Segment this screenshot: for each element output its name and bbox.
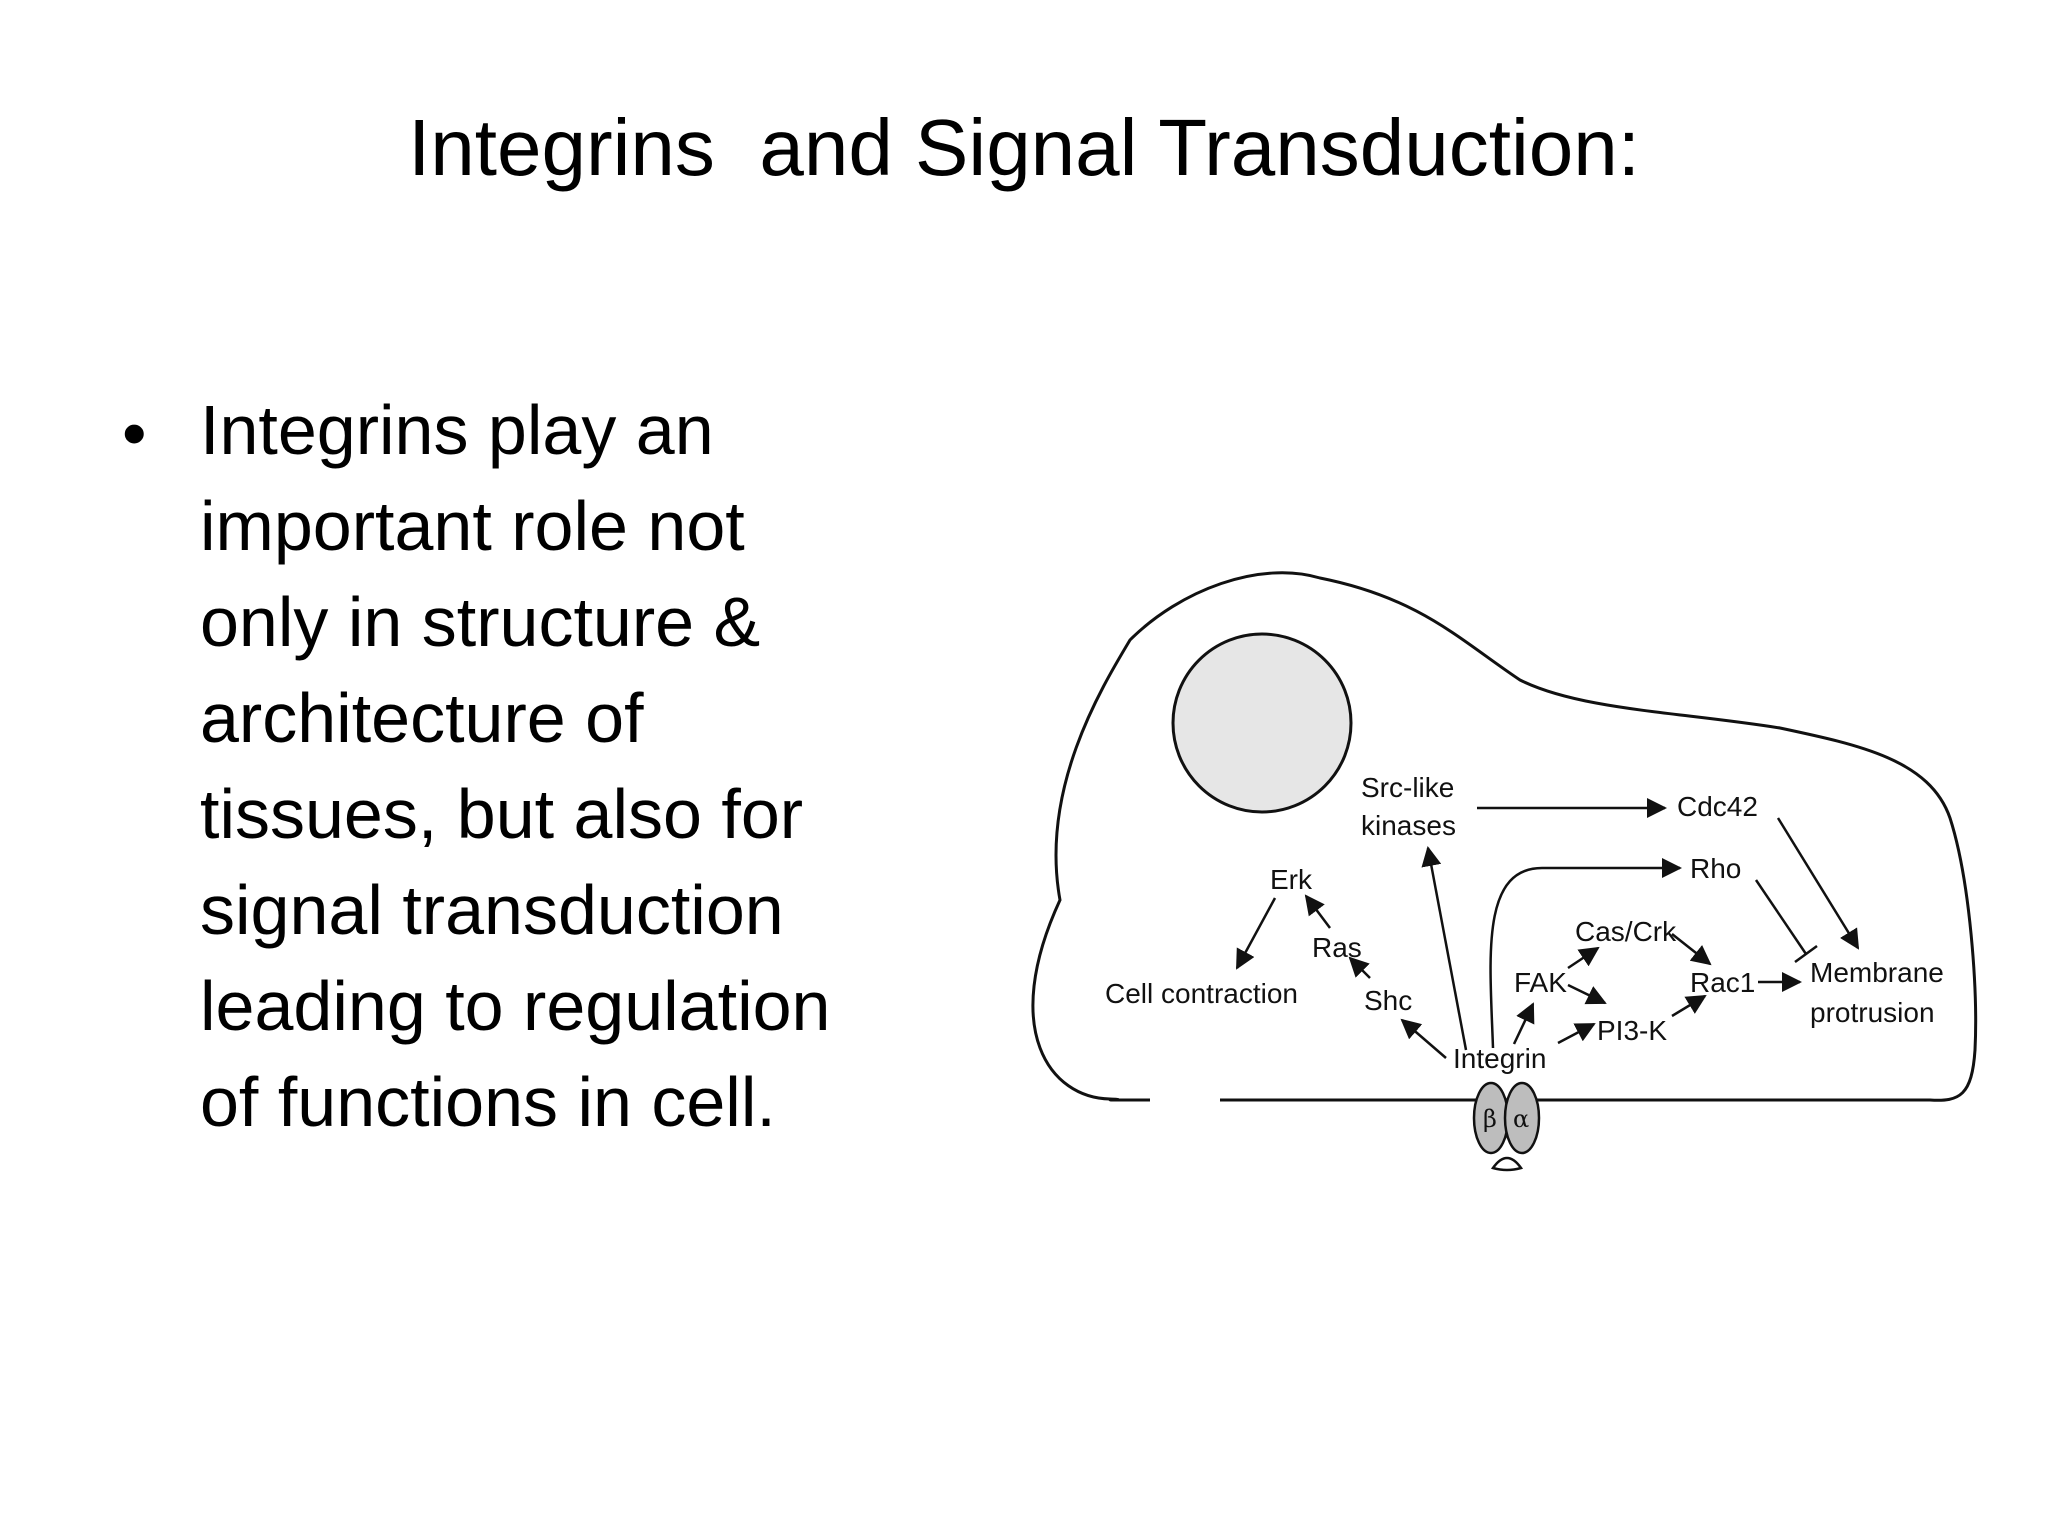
bullet-line: Integrins play an <box>200 391 714 469</box>
bullet-line: only in structure & <box>200 583 761 661</box>
slide-title: Integrins and Signal Transduction: <box>408 103 1640 192</box>
cdc42-label: Cdc42 <box>1677 791 1758 822</box>
src-like-label-line1: Src-like <box>1361 772 1454 803</box>
cell-outline <box>1031 571 1978 1102</box>
arrow-fak-to-cas-crk <box>1567 946 1600 970</box>
bullet-line: important role not <box>200 487 745 565</box>
nucleus <box>1171 632 1353 814</box>
arrow-shc-to-ras <box>1348 956 1371 979</box>
arrow-erk-to-cell-contraction <box>1235 897 1277 970</box>
shc-label: Shc <box>1364 985 1412 1016</box>
arrow-ras-to-erk <box>1304 894 1331 929</box>
bullet-line: architecture of <box>200 679 644 757</box>
beta-label: β <box>1483 1105 1497 1133</box>
alpha-subunit <box>1503 1081 1541 1155</box>
rac1-label: Rac1 <box>1690 967 1755 998</box>
pi3k-label: PI3-K <box>1597 1015 1667 1046</box>
bullet-marker: • <box>122 394 147 472</box>
arrow-integrin-to-src <box>1421 846 1468 1051</box>
bullet-line: signal transduction <box>200 871 784 949</box>
bullet-line: of functions in cell. <box>200 1063 776 1141</box>
alpha-label: α <box>1513 1105 1529 1133</box>
receptor-head <box>1490 1156 1524 1172</box>
arrow-pi3k-to-rac1 <box>1671 994 1707 1018</box>
erk-label: Erk <box>1270 864 1313 895</box>
bullet-line: leading to regulation <box>200 967 831 1045</box>
membrane-protrusion-line1: Membrane <box>1810 957 1944 988</box>
inhibit-bar <box>1794 944 1818 964</box>
rho-label: Rho <box>1690 853 1741 884</box>
membrane-protrusion-line2: protrusion <box>1810 997 1935 1028</box>
arrow-cdc42-to-membrane <box>1776 817 1860 950</box>
fak-label: FAK <box>1514 967 1567 998</box>
arrow-integrin-to-shc <box>1400 1018 1447 1059</box>
cas-crk-label: Cas/Crk <box>1575 916 1677 947</box>
arrow-cas-crk-to-rac1 <box>1671 933 1712 966</box>
integrin-label: Integrin <box>1453 1043 1546 1074</box>
integrin-receptor: β α <box>1472 1081 1541 1172</box>
src-like-label-line2: kinases <box>1361 810 1456 841</box>
bullet-paragraph: Integrins play an important role not onl… <box>200 382 960 1150</box>
arrow-integrin-to-rho <box>1489 858 1682 1049</box>
arrow-integrin-to-fak <box>1512 1002 1535 1045</box>
bullet-line: tissues, but also for <box>200 775 804 853</box>
arrow-integrin-to-pi3k <box>1557 1022 1596 1045</box>
inhibit-rho-to-membrane <box>1754 879 1808 955</box>
ras-label: Ras <box>1312 932 1362 963</box>
cell-contraction-label: Cell contraction <box>1105 978 1298 1009</box>
arrow-fak-to-pi3k <box>1567 983 1607 1005</box>
